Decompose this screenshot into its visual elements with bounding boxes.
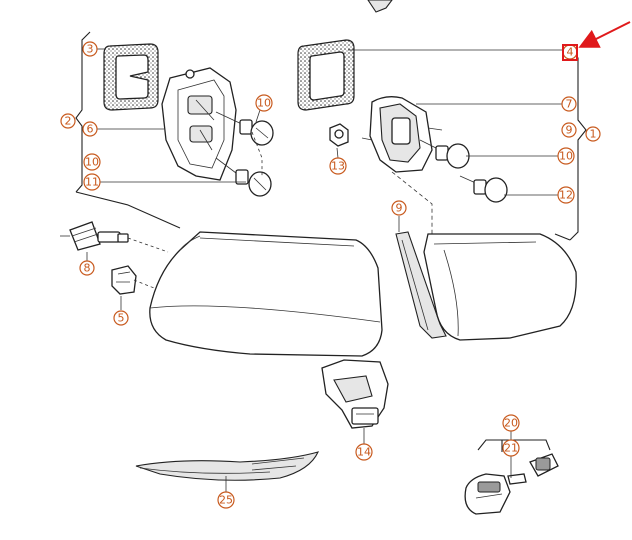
callout-6: 6 (82, 121, 98, 137)
tail-light-left (149, 231, 383, 357)
svg-text:1: 1 (590, 128, 597, 141)
callout-2: 2 (60, 113, 76, 129)
seal-strip (395, 231, 447, 339)
assembly-dashed-line (391, 171, 433, 240)
bulb-holder-right (361, 96, 443, 173)
callout-10-right: 10 (557, 147, 575, 165)
callout-25: 25 (217, 491, 235, 509)
highlight-part-4 (562, 44, 578, 61)
callout-9-seal: 9 (391, 200, 407, 216)
callout-20: 20 (502, 414, 520, 432)
svg-text:10: 10 (257, 97, 271, 110)
license-plate-lamp (464, 439, 559, 515)
svg-text:6: 6 (87, 123, 94, 136)
callout-5: 5 (113, 310, 129, 326)
svg-text:12: 12 (559, 189, 573, 202)
gasket-right (297, 39, 355, 111)
svg-text:3: 3 (87, 43, 94, 56)
svg-text:2: 2 (65, 115, 72, 128)
bulb-upper-left (215, 111, 274, 146)
callout-1: 1 (585, 126, 601, 142)
svg-text:20: 20 (504, 417, 518, 430)
callout-10-left: 10 (83, 153, 101, 171)
callout-9-right: 9 (561, 122, 577, 138)
callout-21: 21 (502, 439, 520, 457)
clip (111, 265, 155, 295)
svg-text:11: 11 (85, 176, 99, 189)
callout-11: 11 (83, 173, 101, 191)
nut (329, 123, 349, 147)
svg-text:14: 14 (357, 446, 371, 459)
highlight-arrow (578, 21, 631, 48)
svg-text:25: 25 (219, 494, 233, 507)
gasket-left (103, 43, 159, 111)
svg-text:5: 5 (118, 312, 125, 325)
svg-text:21: 21 (504, 442, 518, 455)
callout-8: 8 (79, 260, 95, 276)
svg-text:10: 10 (85, 156, 99, 169)
svg-text:7: 7 (566, 98, 573, 111)
right-group-bracket (554, 49, 587, 241)
wiring-connector (60, 221, 169, 253)
callout-12: 12 (557, 186, 575, 204)
callout-13: 13 (329, 157, 347, 175)
top-cropped-part (367, 0, 393, 13)
callout-14: 14 (355, 443, 373, 461)
callout-10-top: 10 (255, 94, 273, 112)
bulb-lower-right (459, 175, 508, 203)
leader-lines (86, 48, 562, 492)
bulb-holder-left (161, 67, 237, 181)
callout-3: 3 (82, 41, 98, 57)
svg-text:8: 8 (84, 262, 91, 275)
callout-7: 7 (561, 96, 577, 112)
svg-text:9: 9 (396, 202, 403, 215)
svg-text:4: 4 (567, 46, 574, 59)
svg-text:13: 13 (331, 160, 345, 173)
bulb-lower-left (215, 157, 272, 197)
bulb-upper-right (419, 139, 470, 169)
tail-light-right (423, 233, 577, 341)
svg-text:10: 10 (559, 150, 573, 163)
callout-4: 4 (562, 44, 578, 60)
svg-text:9: 9 (566, 124, 573, 137)
mounting-bracket (321, 359, 389, 429)
reflector (135, 451, 319, 481)
left-group-bracket (75, 31, 181, 229)
